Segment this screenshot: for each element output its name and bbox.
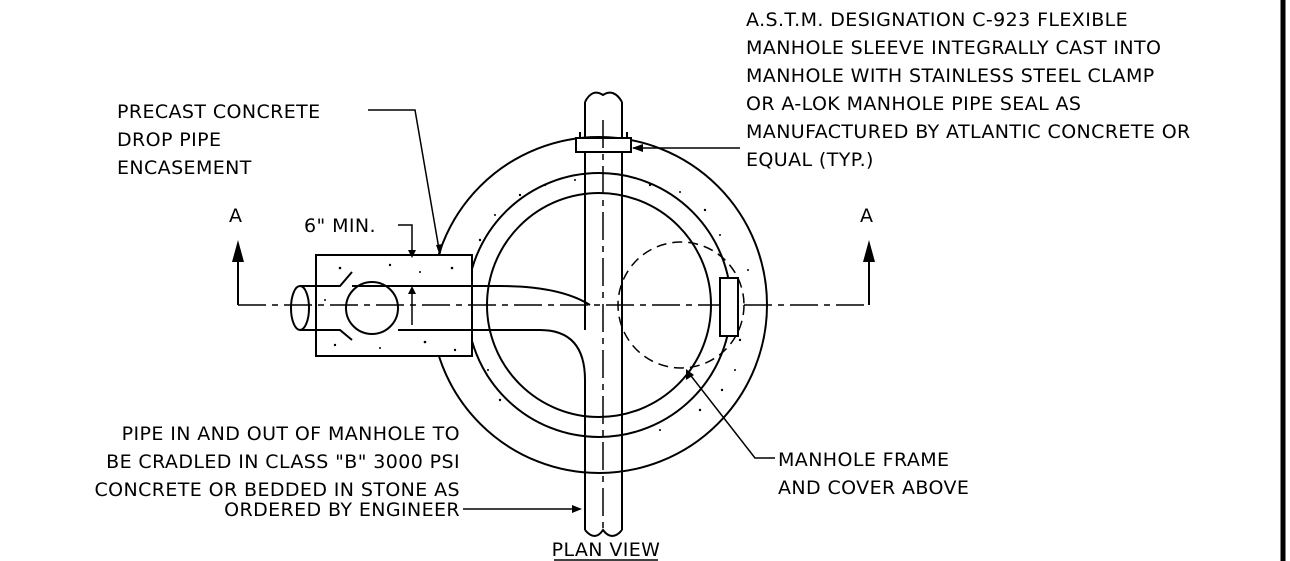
view-title: PLAN VIEW — [552, 539, 661, 561]
min-dimension-leader — [398, 224, 413, 255]
frame-note-line-1: MANHOLE FRAME — [778, 449, 949, 471]
frame-note-line-2: AND COVER ABOVE — [778, 477, 969, 499]
frame-leader — [687, 371, 775, 459]
sleeve-note-line-2: MANHOLE SLEEVE INTEGRALLY CAST INTO — [746, 37, 1161, 59]
section-label-left: A — [229, 205, 242, 227]
min-dimension-label: 6" MIN. — [304, 215, 376, 237]
concrete-stipple — [478, 179, 749, 431]
encasement-note-line-1: PRECAST CONCRETE — [117, 101, 321, 123]
cradle-note-line-4: ORDERED BY ENGINEER — [224, 499, 460, 521]
sleeve-note-line-6: EQUAL (TYP.) — [746, 149, 874, 171]
sleeve-note-line-5: MANUFACTURED BY ATLANTIC CONCRETE OR — [746, 121, 1191, 143]
encasement-stipple — [324, 263, 457, 352]
encasement-note-line-3: ENCASEMENT — [117, 157, 252, 179]
through-pipe-bottom-end — [584, 528, 623, 537]
encasement-note-line-2: DROP PIPE — [117, 129, 221, 151]
through-pipe-top-end — [584, 91, 623, 103]
encasement-leader — [368, 109, 441, 256]
manhole-frame-cover — [617, 241, 745, 369]
inlet-pipe — [300, 271, 353, 341]
sleeve-note-line-1: A.S.T.M. DESIGNATION C-923 FLEXIBLE — [746, 9, 1128, 31]
sleeve-note-line-4: OR A-LOK MANHOLE PIPE SEAL AS — [746, 93, 1081, 115]
cradle-note-line-2: BE CRADLED IN CLASS "B" 3000 PSI — [106, 451, 460, 473]
cradle-note-line-1: PIPE IN AND OUT OF MANHOLE TO — [122, 423, 460, 445]
inlet-pipe-end — [290, 285, 310, 331]
manhole-step-ladder — [719, 277, 739, 337]
section-label-right: A — [860, 205, 873, 227]
drop-inlet-channel — [352, 285, 591, 306]
sleeve-note-line-3: MANHOLE WITH STAINLESS STEEL CLAMP — [746, 65, 1155, 87]
cradle-note-line-3: CONCRETE OR BEDDED IN STONE AS — [94, 479, 460, 501]
drop-pipe-riser — [345, 281, 399, 335]
drop-inlet-channel-lower — [398, 329, 586, 530]
